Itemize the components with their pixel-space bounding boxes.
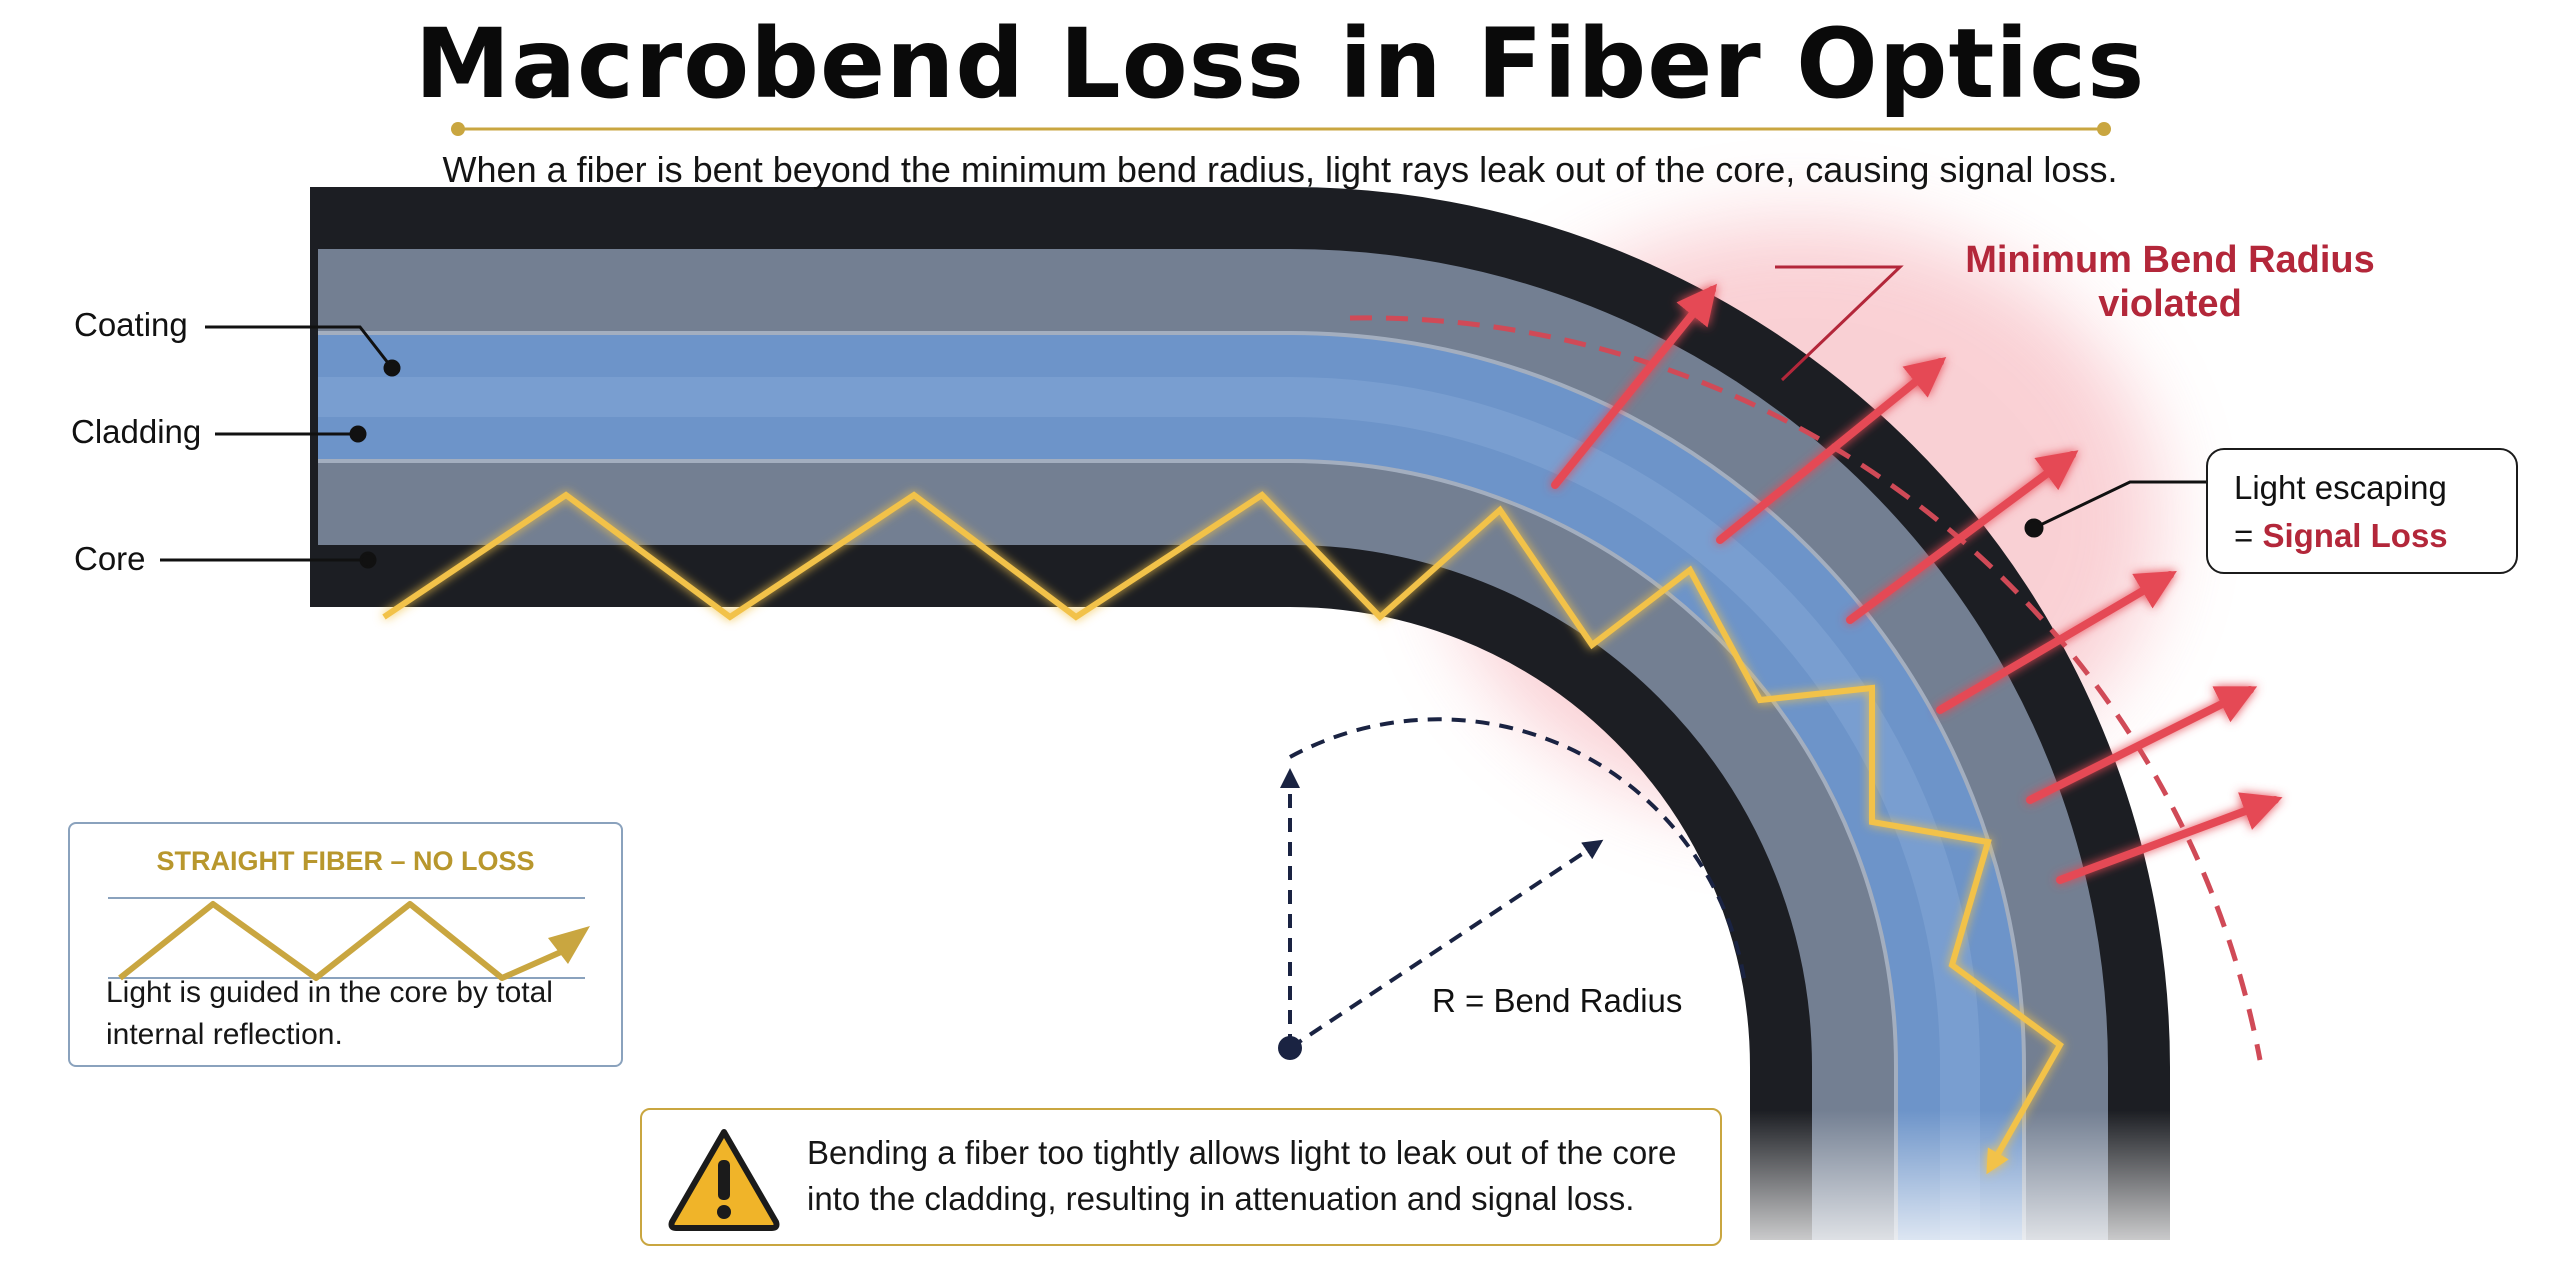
minimum-bend-radius-label: Minimum Bend Radius violated — [1850, 238, 2490, 326]
minimum-radius-arc — [1349, 315, 2263, 1061]
callout-prefix: = — [2234, 517, 2263, 554]
callout-line-2: = Signal Loss — [2234, 512, 2490, 560]
fiber-fade — [1700, 1110, 2300, 1280]
label-cladding: Cladding — [71, 413, 202, 450]
fiber-core — [318, 335, 2022, 1240]
legend-text: Light is guided in the core by total int… — [106, 976, 553, 1051]
fiber-core-highlight — [318, 377, 1980, 1240]
layer-leader-lines — [160, 265, 2206, 569]
escaping-light-arrows — [1551, 283, 2283, 884]
page-title: Macrobend Loss in Fiber Optics — [414, 8, 2146, 120]
warning-line-1: Minimum Bend Radius — [1965, 239, 2375, 281]
warning-note: Bending a fiber too tightly allows light… — [640, 1108, 1722, 1246]
label-core: Core — [74, 540, 146, 577]
warning-line-2: violated — [2098, 283, 2242, 325]
warning-triangle-icon — [668, 1129, 780, 1231]
radius-center-icon — [1278, 1036, 1302, 1060]
legend-straight-fiber-icon — [108, 897, 590, 981]
label-coating: Coating — [74, 306, 188, 343]
bend-radius-indicator — [1278, 717, 1747, 1060]
callout-emphasis: Signal Loss — [2262, 517, 2448, 554]
legend-title: STRAIGHT FIBER – NO LOSS — [156, 846, 535, 876]
straight-fiber-legend: STRAIGHT FIBER – NO LOSS Light is guided… — [68, 822, 623, 1067]
signal-loss-callout: Light escaping = Signal Loss — [2206, 448, 2518, 574]
callout-line-1: Light escaping — [2234, 469, 2447, 506]
title-underline — [451, 122, 2111, 136]
page-subtitle: When a fiber is bent beyond the minimum … — [442, 149, 2118, 190]
bend-radius-label: R = Bend Radius — [1432, 982, 1683, 1019]
note-text: Bending a fiber too tightly allows light… — [807, 1134, 1677, 1217]
light-ray-path — [382, 491, 2064, 1175]
